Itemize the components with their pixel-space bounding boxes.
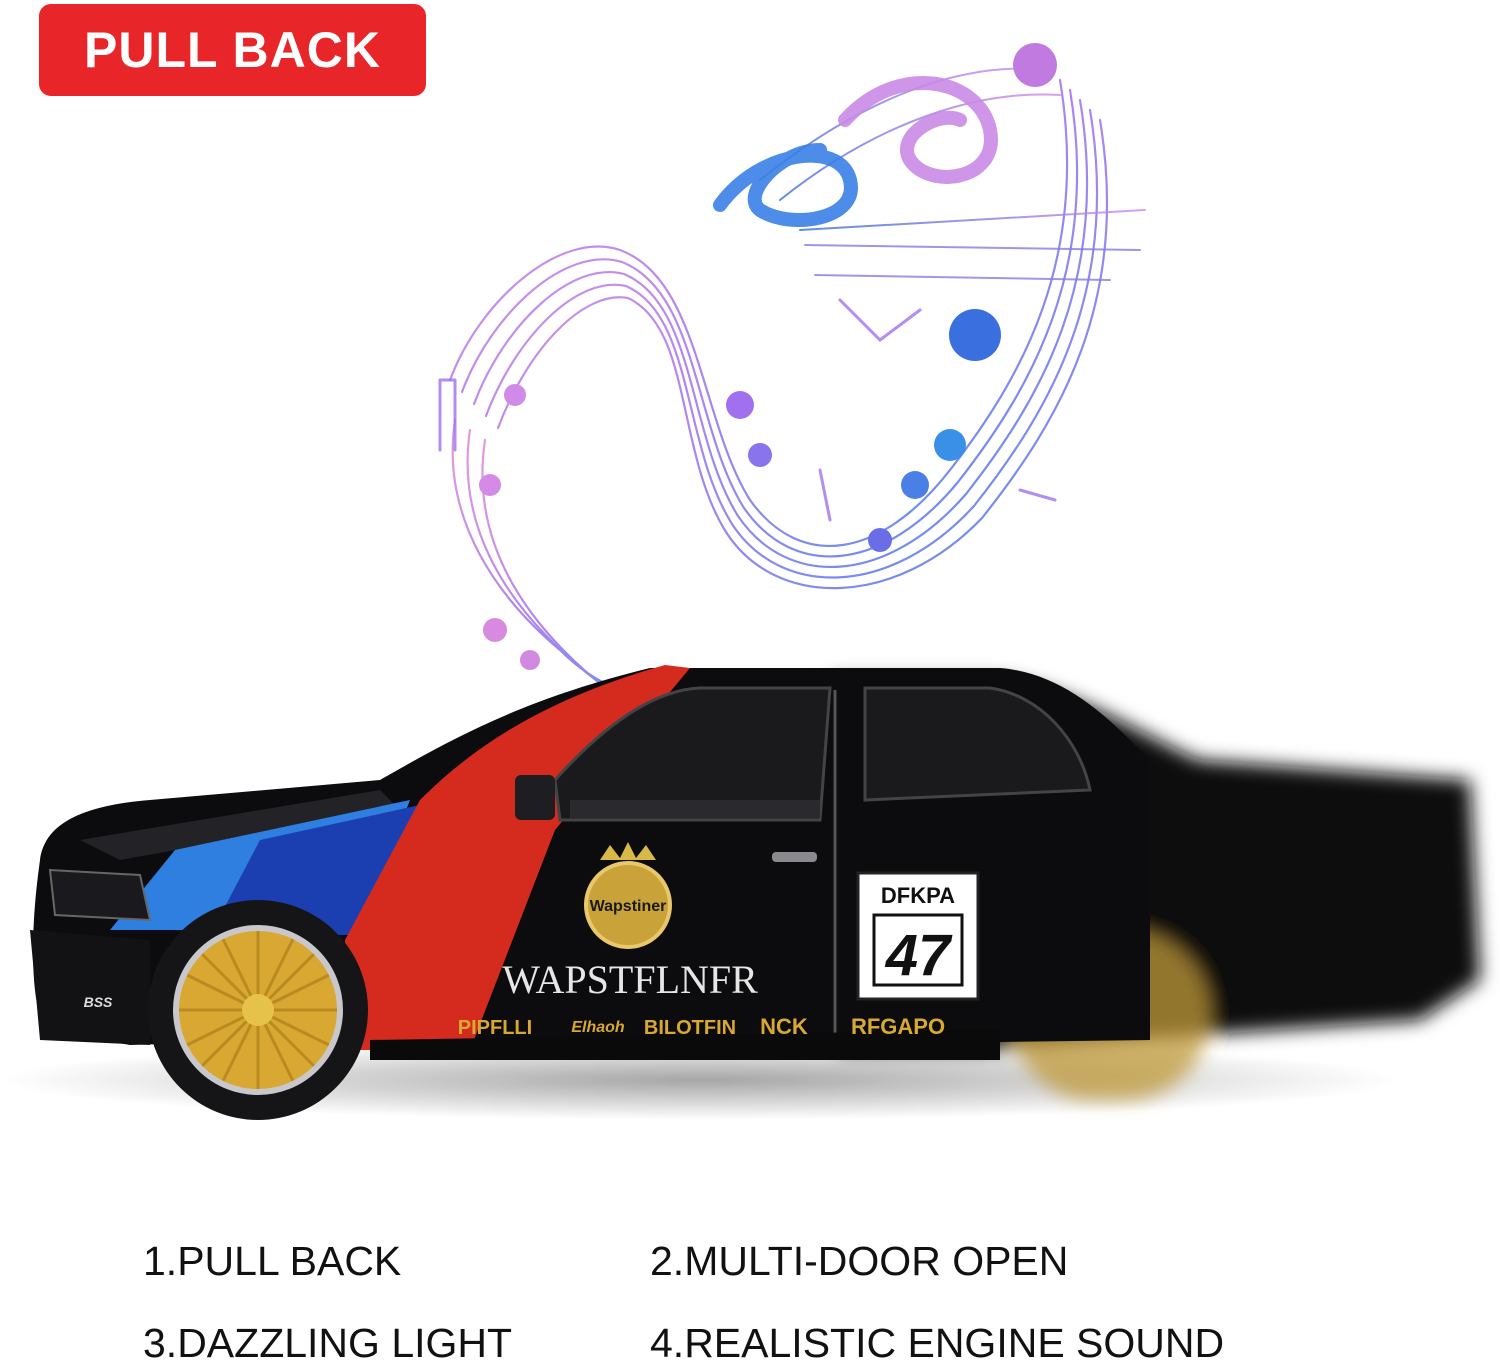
door-name-text: WAPSTFLNFR bbox=[502, 957, 758, 1002]
door-crest-text: Wapstiner bbox=[590, 898, 667, 915]
number-plate-title: DFKPA bbox=[881, 883, 955, 908]
feature-item-1: 1.PULL BACK bbox=[143, 1238, 402, 1284]
number-plate bbox=[856, 871, 980, 1001]
sponsor-decal: PIPFLLI bbox=[458, 1017, 532, 1039]
door-crest-logo bbox=[584, 861, 672, 949]
car-decals: Wapstiner WAPSTFLNFR DFKPA 47 BSS PIPFLL… bbox=[84, 842, 980, 1039]
feature-item-4: 4.REALISTIC ENGINE SOUND bbox=[650, 1320, 1225, 1366]
sponsor-decal: Elhaoh bbox=[571, 1019, 625, 1036]
race-number: 47 bbox=[885, 923, 953, 988]
sponsor-decal: BILOTFIN bbox=[644, 1017, 736, 1039]
pull-back-badge-label: PULL BACK bbox=[84, 22, 381, 78]
product-scene: Wapstiner WAPSTFLNFR DFKPA 47 BSS PIPFLL… bbox=[0, 43, 1480, 1120]
music-notes-graphic bbox=[438, 43, 1146, 732]
front-wheel bbox=[148, 900, 368, 1120]
sponsor-decal: NCK bbox=[760, 1014, 808, 1039]
feature-item-2: 2.MULTI-DOOR OPEN bbox=[650, 1238, 1069, 1284]
feature-item-3: 3.DAZZLING LIGHT bbox=[143, 1320, 513, 1366]
sponsor-decal: RFGAPO bbox=[851, 1014, 945, 1039]
pull-back-badge: PULL BACK bbox=[39, 4, 426, 96]
car-image bbox=[30, 665, 1480, 1120]
bumper-badge-text: BSS bbox=[84, 994, 113, 1010]
